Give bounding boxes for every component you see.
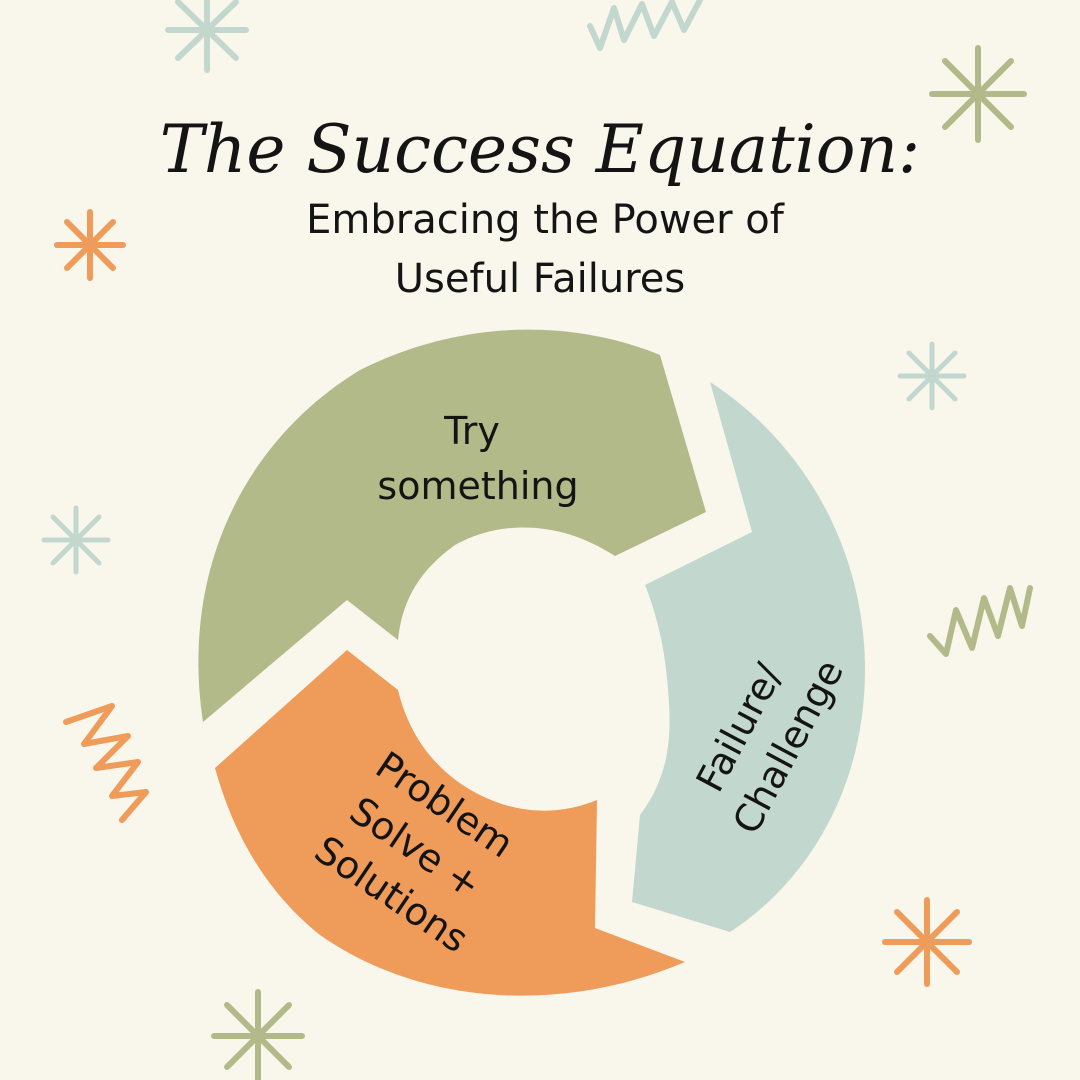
sparkle-icon-left-teal [41, 505, 111, 575]
subtitle-line-2: Useful Failures [395, 256, 685, 302]
label-try-something-line-1: Try [443, 409, 500, 453]
sparkle-icon-top-left [165, 0, 249, 73]
cycle-segment-failure-challenge [632, 382, 865, 932]
zigzag-icon-right [927, 585, 1033, 657]
cycle-segment-try-something [198, 329, 706, 722]
label-try-something-line-2: something [377, 464, 578, 508]
zigzag-icon-left [63, 703, 149, 823]
subtitle-line-1: Embracing the Power of [306, 197, 785, 243]
zigzag-icon-top [587, 0, 703, 51]
sparkle-icon-bottom-left [211, 989, 305, 1080]
title-script: The Success Equation: [160, 111, 920, 188]
sparkle-icon-bottom-right [882, 897, 972, 987]
cycle-segment-problem-solve [215, 650, 685, 996]
label-try-something: Try something [377, 409, 578, 508]
sparkle-icon-top-right [929, 45, 1027, 143]
sparkle-icon-right-teal [897, 341, 967, 411]
sparkle-icon-left-orange [54, 209, 126, 281]
